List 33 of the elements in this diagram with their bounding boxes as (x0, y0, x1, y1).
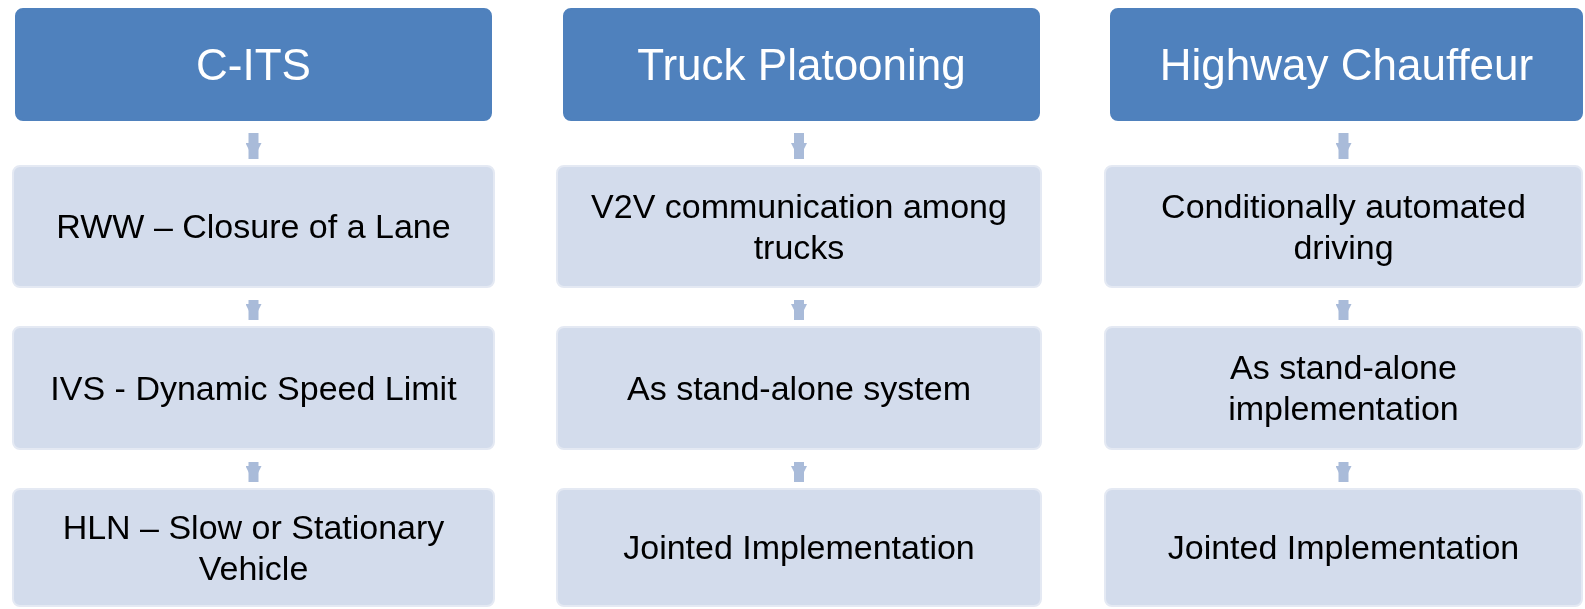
step-text: HLN – Slow or Stationary Vehicle (61, 506, 446, 589)
arrow (1335, 462, 1352, 482)
process-box (1104, 326, 1583, 450)
step-text: Jointed Implementation (623, 527, 975, 568)
process-box (556, 165, 1042, 288)
header-box (563, 8, 1040, 121)
process-box (556, 488, 1042, 607)
process-box (12, 488, 495, 607)
step-text: Conditionally automated driving (1160, 185, 1527, 268)
arrow (791, 133, 807, 159)
step-text: Jointed Implementation (1167, 527, 1520, 568)
arrow (245, 133, 262, 159)
process-box (12, 326, 495, 450)
arrow (1335, 133, 1352, 159)
arrow (1335, 300, 1352, 320)
step-text: RWW – Closure of a Lane (56, 206, 451, 247)
header-box (15, 8, 492, 121)
step-text: As stand-alone system (627, 367, 971, 409)
header-text: C-ITS (196, 39, 311, 90)
header-text: Highway Chauffeur (1159, 39, 1534, 90)
process-box (556, 326, 1042, 450)
arrow (791, 462, 807, 482)
process-box (1104, 165, 1583, 288)
step-text: IVS - Dynamic Speed Limit (50, 367, 457, 409)
header-text: Truck Platooning (637, 39, 966, 90)
step-text: As stand-alone implementation (1227, 347, 1460, 429)
arrow (245, 462, 262, 482)
step-text: V2V communication among trucks (590, 185, 1008, 268)
arrow (791, 300, 807, 320)
process-box (1104, 488, 1583, 607)
process-box (12, 165, 495, 288)
header-box (1110, 8, 1583, 121)
arrow (245, 300, 262, 320)
